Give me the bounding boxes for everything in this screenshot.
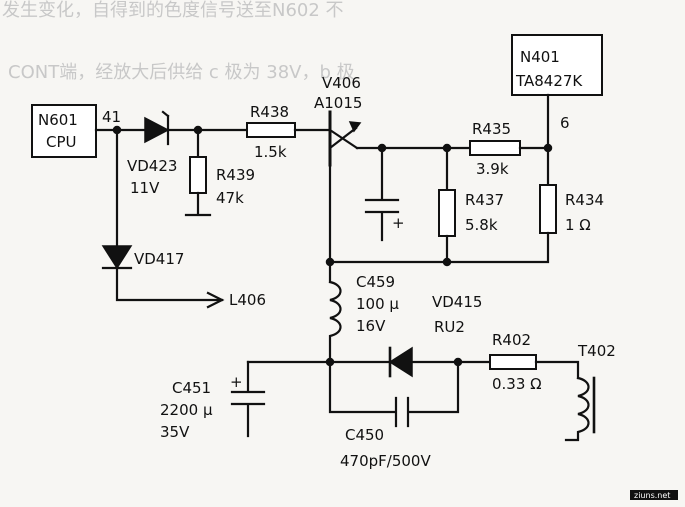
v406-ref: V406: [322, 74, 361, 92]
resistor-r439: [189, 156, 207, 194]
r434-ref: R434: [565, 191, 604, 209]
vd415-ref: VD415: [432, 293, 482, 311]
diode-vd415: [388, 346, 413, 378]
diode-vd417: [101, 245, 133, 270]
c451-value: 2200 μ: [160, 401, 213, 419]
resistor-r435: [469, 140, 521, 156]
cpu-block-label: CPU: [46, 133, 77, 151]
inductor-l: [328, 260, 342, 364]
ic-block-name: N401: [520, 48, 560, 66]
vd415-value: RU2: [434, 318, 465, 336]
capacitor-c451: [230, 360, 266, 438]
vd417-ref: VD417: [134, 250, 184, 268]
transformer-t402: [564, 376, 590, 442]
v406-value: A1015: [314, 94, 362, 112]
watermark-badge: [630, 490, 678, 500]
ic-block: [511, 34, 603, 96]
wire-to-l406: [115, 266, 224, 302]
capacitor-emitter: [364, 146, 400, 242]
r437-value: 5.8k: [465, 216, 498, 234]
r402-ref: R402: [492, 331, 531, 349]
r402-value: 0.33 Ω: [492, 375, 542, 393]
resistor-r438: [246, 122, 296, 138]
r435-ref: R435: [472, 120, 511, 138]
resistor-r402: [489, 354, 537, 370]
r437-ref: R437: [465, 191, 504, 209]
cpu-block: [31, 104, 97, 158]
t402-ref: T402: [577, 342, 616, 360]
wire-to-t402: [534, 360, 580, 380]
c450-value: 470pF/500V: [340, 452, 431, 470]
resistor-r437: [438, 189, 456, 237]
background-text-line-1: 发生变化，自得到的色度信号送至N602 不: [2, 0, 344, 21]
transistor-v406: [328, 110, 362, 167]
r438-value: 1.5k: [254, 143, 287, 161]
wire-bottom-return: [328, 231, 550, 264]
cpu-pin-number: 41: [102, 108, 121, 126]
ic-block-label: TA8427K: [515, 72, 583, 90]
l406-ref: L406: [229, 291, 266, 309]
junction-node: [442, 257, 452, 267]
r438-ref: R438: [250, 103, 289, 121]
watermark-text: ziuns.net: [634, 491, 670, 500]
c451-voltage: 35V: [160, 423, 190, 441]
vd423-value: 11V: [130, 179, 160, 197]
ground-symbol: [184, 191, 212, 217]
r434-value: 1 Ω: [565, 216, 591, 234]
c459-value: 100 μ: [356, 295, 399, 313]
arrow-icon: [206, 291, 225, 309]
c450-ref: C450: [345, 426, 384, 444]
c459-ref: C459: [356, 273, 395, 291]
r439-ref: R439: [216, 166, 255, 184]
background-text-line-2: CONT端，经放大后供给 c 极为 38V，b 极: [8, 62, 355, 83]
cap-plus-sign: +: [392, 214, 405, 232]
ic-pin-number: 6: [560, 114, 570, 132]
resistor-r434: [539, 184, 557, 234]
c451-plus-sign: +: [230, 373, 243, 391]
c451-ref: C451: [172, 379, 211, 397]
vd423-ref: VD423: [127, 157, 177, 175]
zener-diode-vd423: [144, 110, 170, 146]
cpu-block-name: N601: [38, 111, 78, 129]
c459-voltage: 16V: [356, 317, 386, 335]
r435-value: 3.9k: [476, 160, 509, 178]
capacitor-c450: [328, 360, 460, 428]
r439-value: 47k: [216, 189, 244, 207]
